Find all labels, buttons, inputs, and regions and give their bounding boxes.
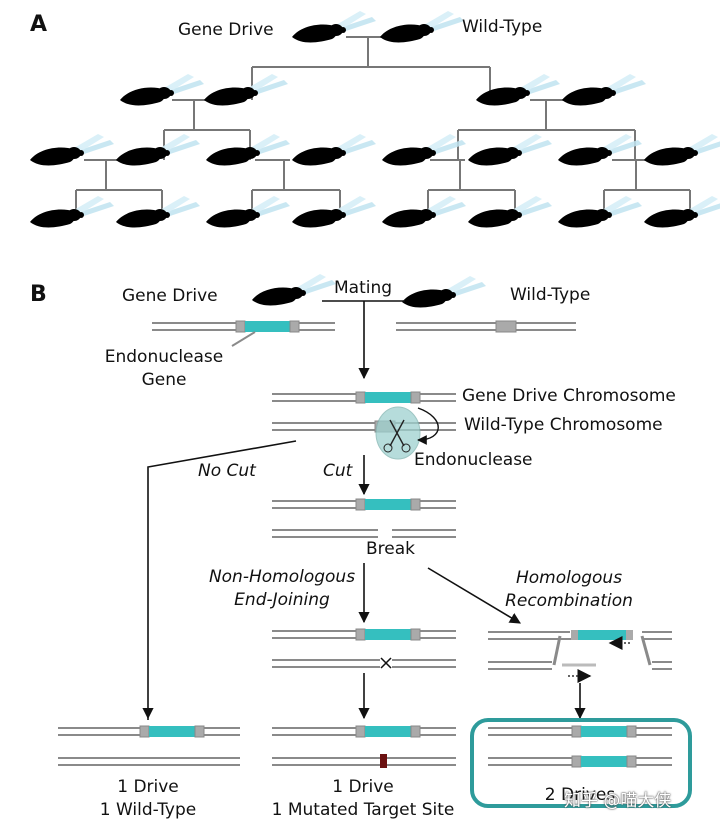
nhej-label-line2: End-Joining xyxy=(234,590,330,610)
broken-chromosomes xyxy=(272,498,456,538)
two-drives-highlight-box xyxy=(470,718,692,808)
endonuclease-gene-label-line1: Endonuclease xyxy=(104,347,224,367)
break-label: Break xyxy=(366,539,415,559)
outcome-left-line2: 1 Wild-Type xyxy=(99,800,197,820)
mating-arrow xyxy=(322,300,405,378)
parent-wild-type-label: Wild-Type xyxy=(510,285,591,305)
endonuclease-gene-label-line2: Gene xyxy=(141,370,187,390)
no-cut-arrow xyxy=(142,440,297,720)
parent-drive-chromosome xyxy=(152,320,335,347)
endonuclease-label: Endonuclease xyxy=(414,450,533,470)
pedigree-tree-lines xyxy=(75,36,691,218)
panel-a-letter: A xyxy=(30,12,48,37)
pedigree-gene-drive-label: Gene Drive xyxy=(178,20,274,40)
nhej-chromosomes xyxy=(272,628,456,669)
panel-b-letter: B xyxy=(30,282,47,307)
outcome-middle-line2: 1 Mutated Target Site xyxy=(271,800,455,820)
outcome-middle-chromosomes xyxy=(272,725,456,768)
outcome-left-line1: 1 Drive xyxy=(117,777,179,797)
wild-type-chromosome-label: Wild-Type Chromosome xyxy=(464,415,663,435)
nhej-label-line1: Non-Homologous xyxy=(208,567,356,587)
mating-label: Mating xyxy=(334,278,393,298)
parent-gene-drive-label: Gene Drive xyxy=(122,286,218,306)
outcome-middle-line1: 1 Drive xyxy=(332,777,394,797)
outcome-right-chromosomes xyxy=(488,725,672,768)
outcome-right-label: 2 Drives xyxy=(544,785,616,805)
cut-label: Cut xyxy=(323,461,353,481)
gene-drive-chromosome-label: Gene Drive Chromosome xyxy=(462,386,676,406)
outcome-left-chromosomes xyxy=(58,725,240,766)
hr-intermediate xyxy=(488,630,672,683)
hr-label-line1: Homologous xyxy=(515,568,623,588)
pedigree-wild-type-label: Wild-Type xyxy=(462,17,543,37)
watermark: 知乎 @喵大侠 xyxy=(564,791,672,811)
parent-wildtype-chromosome xyxy=(396,320,576,333)
hr-arrow xyxy=(427,567,521,624)
pedigree-mosquitoes xyxy=(30,11,720,244)
paired-chromosomes xyxy=(272,391,456,433)
endonuclease-scissors xyxy=(375,406,439,460)
hr-label-line2: Recombination xyxy=(505,591,633,611)
no-cut-label: No Cut xyxy=(198,461,256,481)
